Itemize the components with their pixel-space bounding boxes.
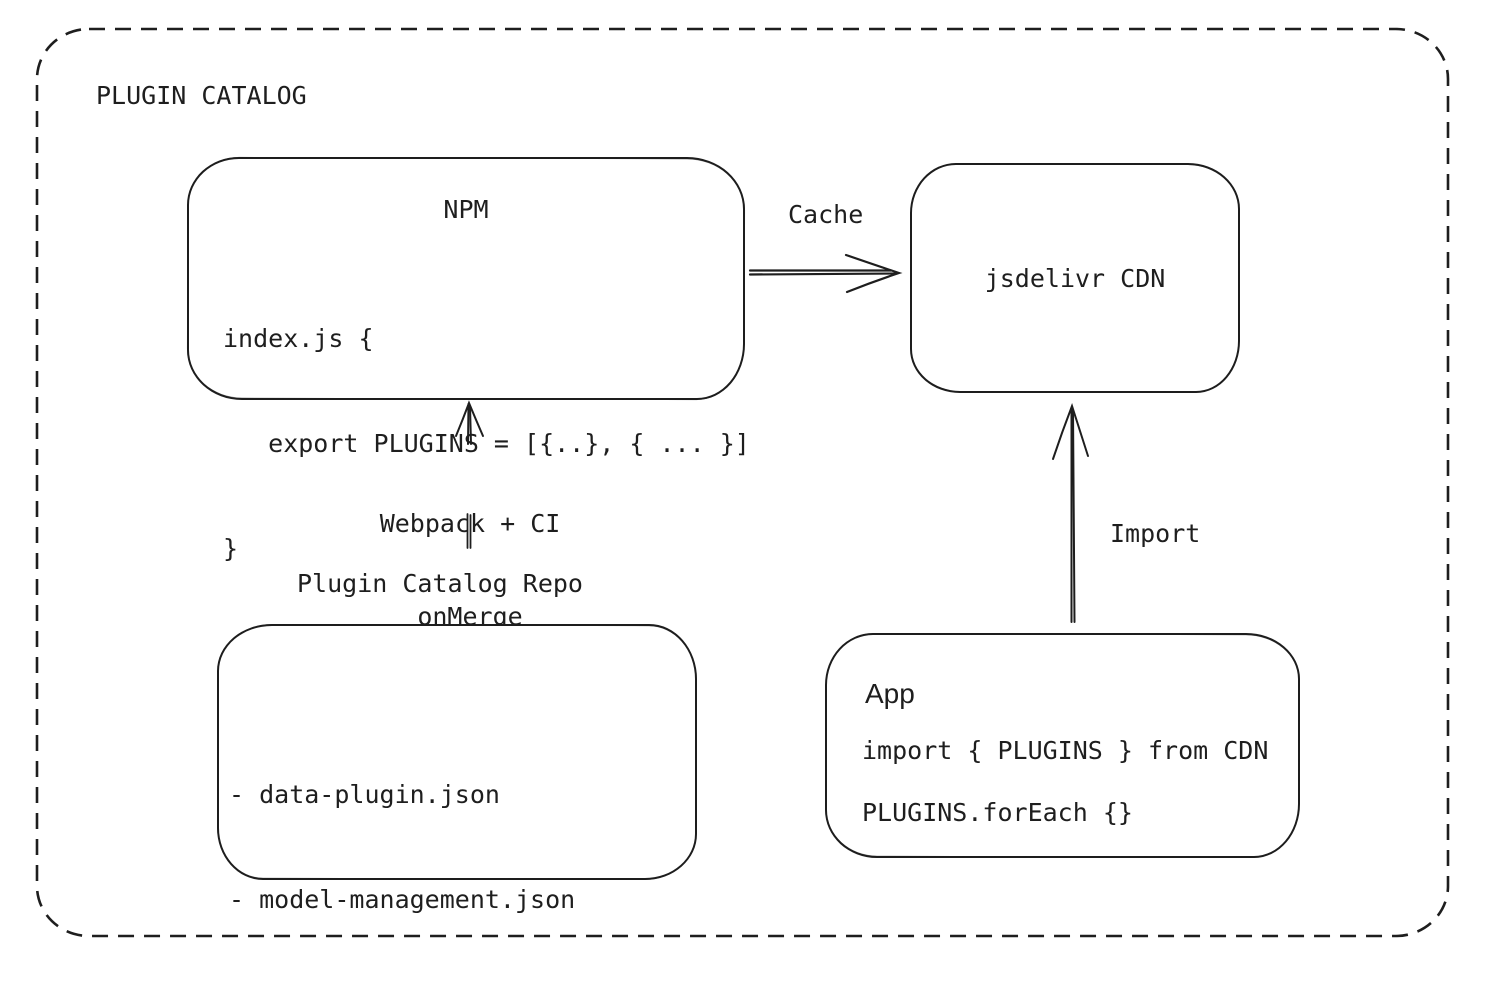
repo-file-item: - model-management.json (229, 885, 576, 914)
npm-node-code: index.js { export PLUGINS = [{..}, { ...… (223, 251, 750, 636)
app-code-line: import { PLUGINS } from CDN (862, 736, 1269, 765)
build-edge-label-line1: Webpack + CI (379, 509, 561, 538)
frame-title: PLUGIN CATALOG (96, 81, 307, 110)
npm-code-line: } (223, 534, 239, 563)
npm-node: NPM index.js { export PLUGINS = [{..}, {… (187, 157, 750, 563)
app-code-line: PLUGINS.forEach {} (862, 798, 1133, 827)
repo-file-list: - data-plugin.json - model-management.js… (229, 707, 575, 1002)
import-arrow (1052, 402, 1089, 623)
npm-code-line: index.js { (223, 324, 374, 353)
build-connector-line (466, 513, 472, 549)
npm-node-title: NPM (443, 195, 489, 224)
repo-file-item: ... (229, 987, 575, 1002)
cdn-node: jsdelivr CDN (910, 163, 1240, 393)
app-node-title: App (865, 678, 915, 709)
cdn-node-label: jsdelivr CDN (984, 263, 1166, 293)
npm-code-line: export PLUGINS = [{..}, { ... }] (223, 429, 750, 458)
catalog-frame-border (35, 27, 1450, 938)
repo-node-heading: Plugin Catalog Repo (297, 569, 583, 598)
build-arrow (455, 400, 484, 445)
import-edge-label: Import (1110, 519, 1201, 548)
repo-file-item: - data-plugin.json (229, 780, 500, 809)
cache-edge-label: Cache (788, 200, 864, 229)
app-node: App import { PLUGINS } from CDN PLUGINS.… (825, 633, 1300, 858)
cache-arrow (748, 253, 903, 294)
repo-node: - data-plugin.json - model-management.js… (217, 624, 697, 1002)
